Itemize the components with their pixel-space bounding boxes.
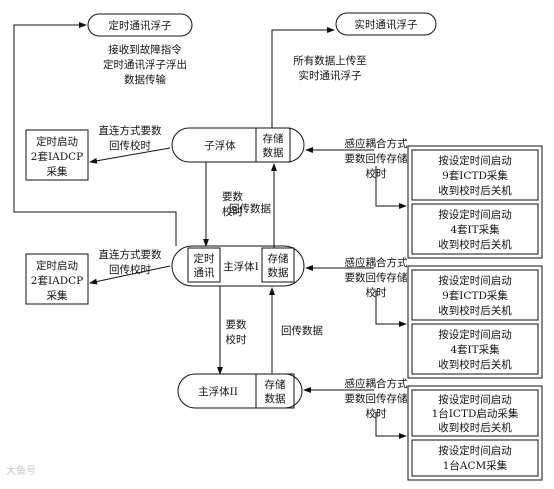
box-ictd-1 bbox=[411, 389, 539, 437]
ind3-line-3: 校时 bbox=[366, 407, 387, 420]
box-it-4a-3: 收到校时后关机 bbox=[438, 238, 512, 251]
box-acm-1-2: 1台ACM采集 bbox=[443, 459, 508, 472]
main1-storage-1: 存储 bbox=[268, 252, 289, 265]
box-it-4b-1: 按设定时间启动 bbox=[438, 328, 512, 341]
ind2-line-3: 校时 bbox=[366, 286, 387, 299]
adcp-box-2 bbox=[25, 253, 89, 305]
sub-body-label: 子浮体 bbox=[204, 140, 236, 152]
main1-to-adcp2 bbox=[89, 265, 171, 285]
box-acm-1 bbox=[411, 439, 539, 477]
ind1-line-2: 要数回传存储 bbox=[345, 152, 408, 165]
main1-timed-2: 通讯 bbox=[194, 266, 215, 279]
adcp1-line-2: 2套IADCP bbox=[31, 150, 83, 163]
box-ictd-9a-2: 9套ICTD采集 bbox=[442, 169, 508, 182]
ind2-line-1: 感应耦合方式 bbox=[345, 256, 408, 269]
inductive-3-out bbox=[375, 412, 407, 439]
sub-storage-2: 数据 bbox=[263, 146, 284, 159]
note-fault-1: 接收到故障指令 bbox=[108, 43, 182, 56]
box-it-4b bbox=[411, 323, 539, 375]
main-body-1-timed-box bbox=[187, 247, 221, 283]
box-ictd-9b bbox=[411, 269, 539, 321]
box-ictd-9b-1: 按设定时间启动 bbox=[438, 274, 512, 287]
sub-body-storage-box bbox=[255, 127, 291, 163]
adcp1-line-3: 采集 bbox=[47, 165, 68, 178]
adcp2-line-1: 定时启动 bbox=[36, 259, 78, 272]
main-body-2-storage-box bbox=[255, 373, 295, 409]
main1-label: 主浮体I bbox=[223, 261, 259, 273]
note-fault-2: 定时通讯浮子浮出 bbox=[103, 58, 187, 71]
note-upload-1: 所有数据上传至 bbox=[293, 54, 367, 67]
adcp2-line-2: 2套IADCP bbox=[31, 274, 83, 287]
timed-buoy-label: 定时通讯浮子 bbox=[109, 19, 172, 32]
ind1-line-3: 校时 bbox=[366, 167, 387, 180]
group-3-outer bbox=[407, 385, 543, 481]
sub-body-capsule bbox=[171, 127, 305, 163]
inductive-2-out bbox=[375, 290, 407, 327]
adcp2-line-3: 采集 bbox=[47, 289, 68, 302]
box-acm-1-1: 按设定时间启动 bbox=[438, 444, 512, 457]
main-body-1-capsule bbox=[171, 245, 305, 287]
loop-main1-to-timed-buoy bbox=[13, 22, 177, 246]
ind3-line-1: 感应耦合方式 bbox=[345, 377, 408, 390]
main2-storage-2: 数据 bbox=[265, 392, 286, 405]
box-ictd-9b-3: 收到校时后关机 bbox=[438, 304, 512, 317]
box-it-4a-2: 4套IT采集 bbox=[450, 223, 500, 236]
inductive-1-out bbox=[375, 166, 407, 209]
main2-storage-1: 存储 bbox=[265, 378, 286, 391]
ind3-line-2: 要数回传存储 bbox=[345, 392, 408, 405]
main-body-1-storage-box bbox=[261, 247, 295, 283]
req1-line-1: 要数 bbox=[222, 190, 243, 203]
direct1-line-1: 直连方式要数 bbox=[99, 124, 162, 137]
req2-line-2: 校时 bbox=[226, 333, 247, 346]
sub-to-adcp1 bbox=[89, 147, 171, 164]
box-it-4a bbox=[411, 203, 539, 255]
note-fault-3: 数据传输 bbox=[124, 73, 166, 86]
ind2-line-2: 要数回传存储 bbox=[345, 271, 408, 284]
box-it-4b-3: 收到校时后关机 bbox=[438, 358, 512, 371]
box-ictd-9a-1: 按设定时间启动 bbox=[438, 154, 512, 167]
box-ictd-9a-3: 收到校时后关机 bbox=[438, 184, 512, 197]
box-it-4a-1: 按设定时间启动 bbox=[438, 208, 512, 221]
direct1-line-2: 回传校时 bbox=[109, 139, 151, 152]
sub-storage-1: 存储 bbox=[263, 132, 284, 145]
req2-line-1: 要数 bbox=[226, 318, 247, 331]
return1: 回传数据 bbox=[229, 202, 271, 215]
ind1-line-1: 感应耦合方式 bbox=[345, 137, 408, 150]
main1-storage-2: 数据 bbox=[268, 266, 289, 279]
box-ictd-1-1: 按设定时间启动 bbox=[438, 393, 512, 406]
direct2-line-1: 直连方式要数 bbox=[99, 248, 162, 261]
group-1-outer bbox=[407, 145, 543, 259]
note-upload-2: 实时通讯浮子 bbox=[299, 69, 362, 82]
box-ictd-1-3: 收到校时后关机 bbox=[438, 421, 512, 434]
box-ictd-9a bbox=[411, 149, 539, 201]
box-ictd-9b-2: 9套ICTD采集 bbox=[442, 289, 508, 302]
timed-comm-buoy bbox=[87, 13, 193, 37]
box-ictd-1-2: 1台ICTD启动采集 bbox=[432, 407, 519, 420]
watermark: 大鱼号 bbox=[6, 466, 36, 477]
adcp-box-1 bbox=[25, 129, 89, 181]
upload-to-realtime-buoy bbox=[271, 27, 335, 128]
req1-line-2: 校时 bbox=[222, 205, 243, 218]
group-2-outer bbox=[407, 265, 543, 379]
box-it-4b-2: 4套IT采集 bbox=[450, 343, 500, 356]
adcp1-line-1: 定时启动 bbox=[36, 135, 78, 148]
realtime-buoy-label: 实时通讯浮子 bbox=[355, 18, 418, 31]
main2-label: 主浮体II bbox=[198, 386, 238, 398]
return2: 回传数据 bbox=[281, 324, 323, 337]
direct2-line-2: 回传校时 bbox=[109, 263, 151, 276]
main-body-2-capsule bbox=[177, 373, 303, 409]
main1-timed-1: 定时 bbox=[194, 252, 215, 265]
realtime-comm-buoy bbox=[335, 12, 437, 36]
